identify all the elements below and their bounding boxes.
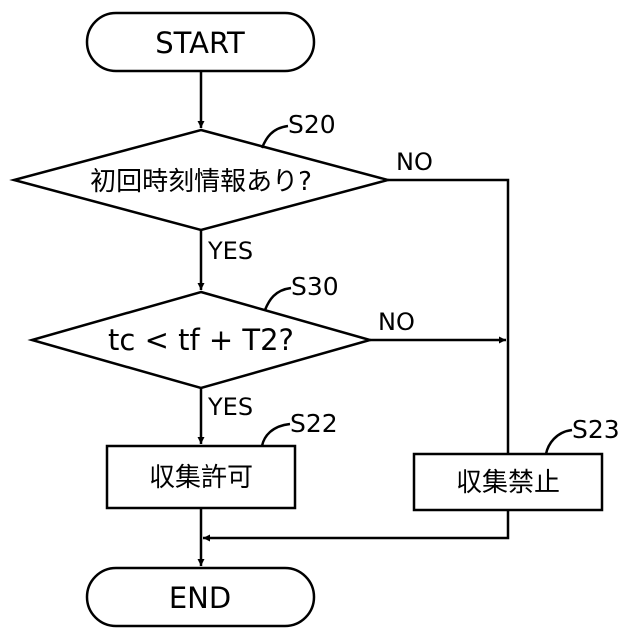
step-leader-s20 [262,126,288,148]
step-label-s22: S22 [290,409,338,438]
s30-no-label: NO [378,308,415,336]
start-label: START [155,26,245,60]
step-leader-s22 [262,424,290,446]
process-s23-text: 収集禁止 [456,468,560,498]
decision-s20-text: 初回時刻情報あり? [90,167,312,197]
step-leader-s23 [546,430,572,454]
end-label: END [169,581,231,615]
s20-no-label: NO [396,148,433,176]
step-label-s23: S23 [572,415,620,444]
process-s22-text: 収集許可 [149,463,253,493]
step-label-s20: S20 [288,110,336,139]
step-label-s30: S30 [291,272,339,301]
decision-s30-text: tc < tf + T2? [108,323,294,357]
step-leader-s30 [265,288,291,310]
s20-yes-label: YES [207,237,253,265]
connector-s23-merge [203,510,508,538]
s30-yes-label: YES [207,393,253,421]
